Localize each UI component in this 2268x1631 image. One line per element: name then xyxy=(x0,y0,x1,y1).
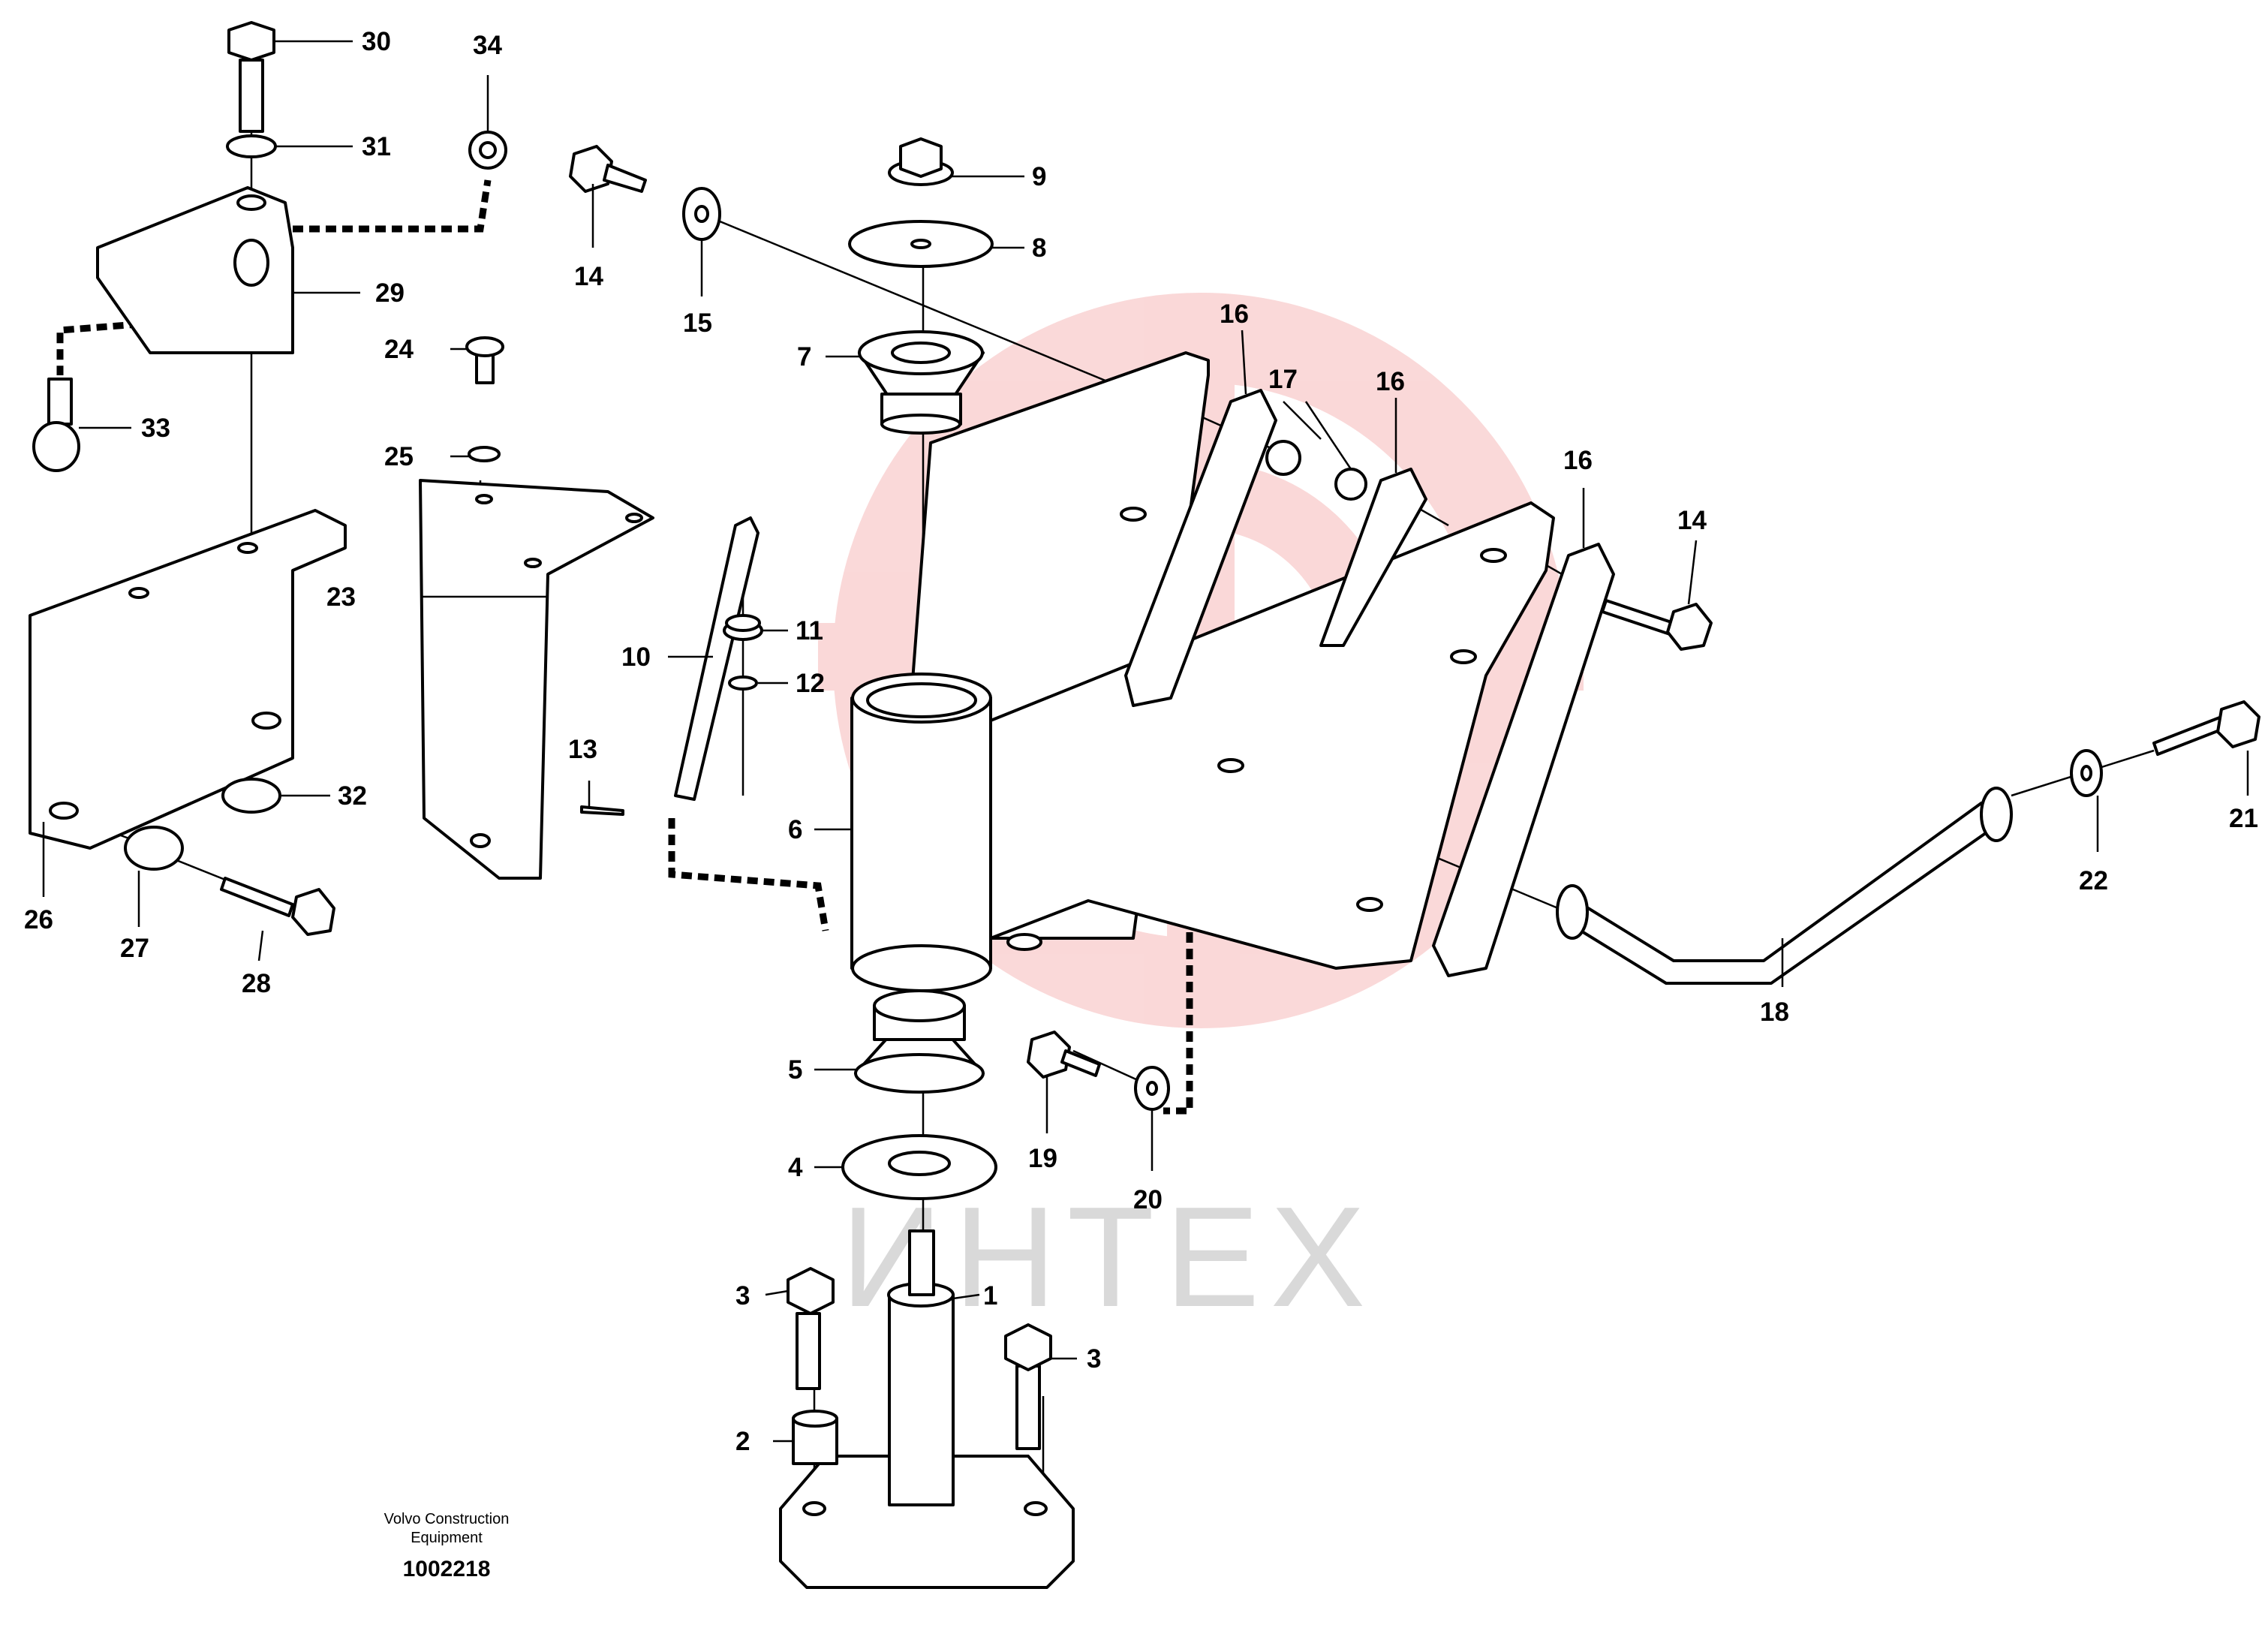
callout-4: 4 xyxy=(788,1153,803,1182)
callout-30: 30 xyxy=(362,27,391,56)
callout-32: 32 xyxy=(338,781,367,811)
callout-13: 13 xyxy=(568,735,597,764)
callout-labels: 1 2 3 3 4 5 6 7 8 9 10 11 12 13 14 14 15… xyxy=(24,27,2258,1456)
callout-7: 7 xyxy=(797,342,811,372)
washer-small xyxy=(468,446,501,462)
callout-16-left: 16 xyxy=(1220,299,1249,329)
callout-pointers xyxy=(42,40,2249,1443)
callout-1: 1 xyxy=(983,1281,997,1311)
bolt-right-side xyxy=(1601,599,1713,651)
callout-14-left: 14 xyxy=(574,262,603,291)
callout-24: 24 xyxy=(384,335,414,364)
caption-company-line2: Equipment xyxy=(411,1530,483,1546)
washer-top-left xyxy=(682,187,721,241)
bolt-small xyxy=(465,336,504,384)
rubber-bushing-upper xyxy=(858,330,985,435)
bolt-lower-left xyxy=(220,877,335,936)
drawing-caption: Volvo Construction Equipment 1002218 xyxy=(384,1511,510,1581)
rubber-bushing-lower xyxy=(854,989,985,1094)
callout-15: 15 xyxy=(683,308,712,338)
cotter-pin xyxy=(580,805,624,816)
callout-3-left: 3 xyxy=(735,1281,750,1311)
nut-top-left xyxy=(468,131,507,170)
callout-14-right: 14 xyxy=(1677,506,1707,535)
callout-9: 9 xyxy=(1032,162,1046,191)
bent-tube xyxy=(1556,787,2013,985)
bolt-center-lower xyxy=(1027,1031,1101,1079)
callout-6: 6 xyxy=(788,815,802,844)
grommet xyxy=(723,614,763,641)
bolt-left-side xyxy=(32,378,80,472)
bushing-spacer xyxy=(124,826,184,871)
bolt-far-right xyxy=(2152,700,2260,756)
lower-support-bracket xyxy=(29,509,347,850)
callout-28: 28 xyxy=(242,969,271,998)
upper-bracket xyxy=(96,186,294,354)
callout-31: 31 xyxy=(362,132,391,161)
washer-small-rod xyxy=(728,676,758,691)
callout-3-right: 3 xyxy=(1087,1344,1101,1374)
bolt-upper xyxy=(227,21,275,133)
callout-19: 19 xyxy=(1028,1144,1057,1173)
shield-plate xyxy=(419,479,654,880)
washer-large-lower xyxy=(841,1134,997,1200)
nut-top xyxy=(888,137,954,186)
plate-middle xyxy=(1319,468,1427,647)
callout-11: 11 xyxy=(796,616,823,645)
bolt-top-left xyxy=(569,145,647,193)
nut-lower-left xyxy=(221,778,281,814)
callout-5: 5 xyxy=(788,1055,802,1085)
plate-right xyxy=(1432,543,1615,977)
callout-25: 25 xyxy=(384,442,414,471)
bolt-left xyxy=(787,1267,835,1390)
callout-34: 34 xyxy=(473,31,502,60)
bolt-right xyxy=(1004,1323,1052,1450)
spacer-sleeve xyxy=(792,1410,838,1465)
pivot-tube xyxy=(850,673,992,992)
washer-center-lower xyxy=(1134,1066,1170,1111)
callout-33: 33 xyxy=(141,414,170,443)
callout-18: 18 xyxy=(1760,998,1789,1027)
callout-22: 22 xyxy=(2079,866,2108,895)
rod xyxy=(674,516,760,801)
callout-17: 17 xyxy=(1268,365,1298,394)
callout-26: 26 xyxy=(24,905,53,934)
plate-left xyxy=(1124,389,1277,707)
callout-16-right: 16 xyxy=(1563,446,1593,475)
washer-right xyxy=(2070,749,2103,797)
callout-27: 27 xyxy=(120,934,149,963)
mounting-post xyxy=(779,1229,1075,1589)
callout-12: 12 xyxy=(796,669,825,698)
callout-23: 23 xyxy=(326,582,356,612)
callout-8: 8 xyxy=(1032,233,1046,263)
callout-20: 20 xyxy=(1133,1185,1163,1214)
washer-upper xyxy=(226,134,277,158)
caption-drawing-number: 1002218 xyxy=(403,1557,491,1581)
nut-pair xyxy=(1265,440,1367,501)
washer-large-upper xyxy=(848,220,994,268)
callout-2: 2 xyxy=(735,1427,750,1456)
callout-29: 29 xyxy=(375,278,405,308)
caption-company-line1: Volvo Construction xyxy=(384,1511,510,1527)
callout-16-middle: 16 xyxy=(1376,367,1405,396)
callout-21: 21 xyxy=(2229,804,2258,833)
callout-10: 10 xyxy=(621,642,651,672)
